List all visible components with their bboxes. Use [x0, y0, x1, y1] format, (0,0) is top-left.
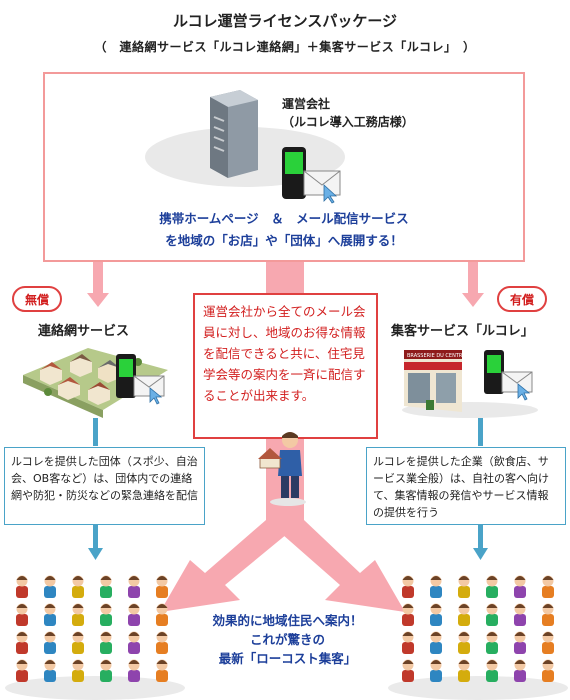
store-sign: BRASSERIE DU CENTRE — [407, 353, 466, 359]
right-service-label: 集客サービス「ルコレ」 — [391, 324, 534, 339]
center-trunk — [266, 262, 304, 294]
resident-icon — [44, 631, 56, 654]
resident-icon — [486, 659, 498, 682]
resident-icon — [156, 575, 168, 598]
resident-icon — [486, 631, 498, 654]
resident-icon — [514, 575, 526, 598]
resident-icon — [100, 575, 112, 598]
resident-icon — [156, 631, 168, 654]
resident-icon — [514, 631, 526, 654]
resident-icon — [156, 659, 168, 682]
resident-icon — [402, 631, 414, 654]
bottom-message: 効果的に地域住民へ案内！ これが驚きの 最新「ローコスト集客」 — [190, 611, 385, 668]
left-description: ルコレを提供した団体（スポ少、自治会、OB客など）は、団体内での連絡網や防犯・防… — [4, 447, 205, 525]
right-blue-arrow-2-head — [473, 548, 488, 560]
bottom-message-line1: 効果的に地域住民へ案内！ — [212, 613, 363, 628]
page-subtitle: （ 連絡網サービス「ルコレ連絡網」＋集客サービス「ルコレ」 ） — [94, 40, 476, 54]
resident-icon — [542, 603, 554, 626]
resident-icon — [16, 659, 28, 682]
right-pink-arrow-shaft — [468, 262, 478, 295]
resident-icon — [486, 575, 498, 598]
cursor-icon — [323, 184, 338, 204]
town-illustration — [23, 348, 168, 418]
right-description: ルコレを提供した企業（飲食店、サービス業全般）は、自社の客へ向けて、集客情報の発… — [366, 447, 566, 525]
paid-badge: 有償 — [497, 286, 547, 312]
house-icons — [40, 354, 120, 405]
resident-icon — [514, 603, 526, 626]
resident-icon — [72, 659, 84, 682]
resident-icon — [16, 575, 28, 598]
left-blue-arrow-2-head — [88, 548, 103, 560]
resident-icon — [16, 603, 28, 626]
person-with-house-illustration — [258, 432, 306, 506]
resident-icon — [72, 631, 84, 654]
cursor-icon — [149, 387, 163, 405]
right-group-shadow — [388, 676, 568, 700]
resident-icon — [72, 603, 84, 626]
store-illustration: BRASSERIE DU CENTRE — [402, 350, 538, 418]
left-blue-arrow-2-shaft — [93, 524, 98, 550]
right-blue-arrow-2-shaft — [478, 524, 483, 550]
center-message: 運営会社から全てのメール会員に対し、地域のお得な情報を配信できると共に、住宅見学… — [193, 293, 378, 439]
resident-icon — [100, 603, 112, 626]
resident-icon — [458, 659, 470, 682]
resident-icons — [16, 575, 554, 682]
bottom-message-line3: 最新「ローコスト集客」 — [218, 651, 357, 666]
resident-icon — [458, 631, 470, 654]
resident-icon — [542, 631, 554, 654]
resident-icon — [44, 603, 56, 626]
people-groups — [5, 575, 568, 700]
left-blue-arrow-1 — [93, 418, 98, 446]
split-arrow-left — [160, 520, 304, 612]
resident-icon — [16, 631, 28, 654]
resident-icon — [402, 659, 414, 682]
resident-icon — [430, 575, 442, 598]
resident-icon — [100, 659, 112, 682]
resident-icon — [128, 575, 140, 598]
operator-line2: （ルコレ導入工務店様） — [282, 115, 414, 129]
resident-icon — [128, 631, 140, 654]
top-message: 携帯ホームページ ＆ メール配信サービス を地域の「お店」や「団体」へ展開する！ — [44, 208, 524, 252]
top-message-line2: を地域の「お店」や「団体」へ展開する！ — [165, 233, 403, 248]
resident-icon — [402, 603, 414, 626]
resident-icon — [542, 659, 554, 682]
resident-icon — [514, 659, 526, 682]
resident-icon — [128, 603, 140, 626]
resident-icon — [100, 631, 112, 654]
left-pink-arrow-shaft — [93, 262, 103, 295]
resident-icon — [72, 575, 84, 598]
resident-icon — [458, 575, 470, 598]
bottom-message-line2: これが驚きの — [249, 632, 325, 647]
resident-icon — [402, 575, 414, 598]
resident-icon — [458, 603, 470, 626]
operator-label: 運営会社 （ルコレ導入工務店様） — [282, 95, 414, 131]
resident-icon — [156, 603, 168, 626]
left-service-label: 連絡網サービス — [38, 324, 130, 339]
phone-mail-icon — [282, 147, 341, 204]
right-pink-arrow-head — [462, 293, 484, 307]
free-badge: 無償 — [12, 286, 62, 312]
resident-icon — [486, 603, 498, 626]
resident-icon — [430, 631, 442, 654]
mail-icon — [303, 170, 341, 196]
split-arrow-right — [266, 520, 405, 612]
resident-icon — [542, 575, 554, 598]
right-blue-arrow-1 — [478, 418, 483, 446]
top-message-line1: 携帯ホームページ ＆ メール配信サービス — [159, 211, 409, 226]
cursor-icon — [517, 383, 531, 401]
left-pink-arrow-head — [87, 293, 109, 307]
resident-icon — [430, 603, 442, 626]
operator-line1: 運営会社 — [282, 97, 331, 111]
resident-icon — [44, 659, 56, 682]
resident-icon — [44, 575, 56, 598]
resident-icon — [430, 659, 442, 682]
resident-icon — [128, 659, 140, 682]
page-title: ルコレ運営ライセンスパッケージ — [172, 12, 398, 30]
